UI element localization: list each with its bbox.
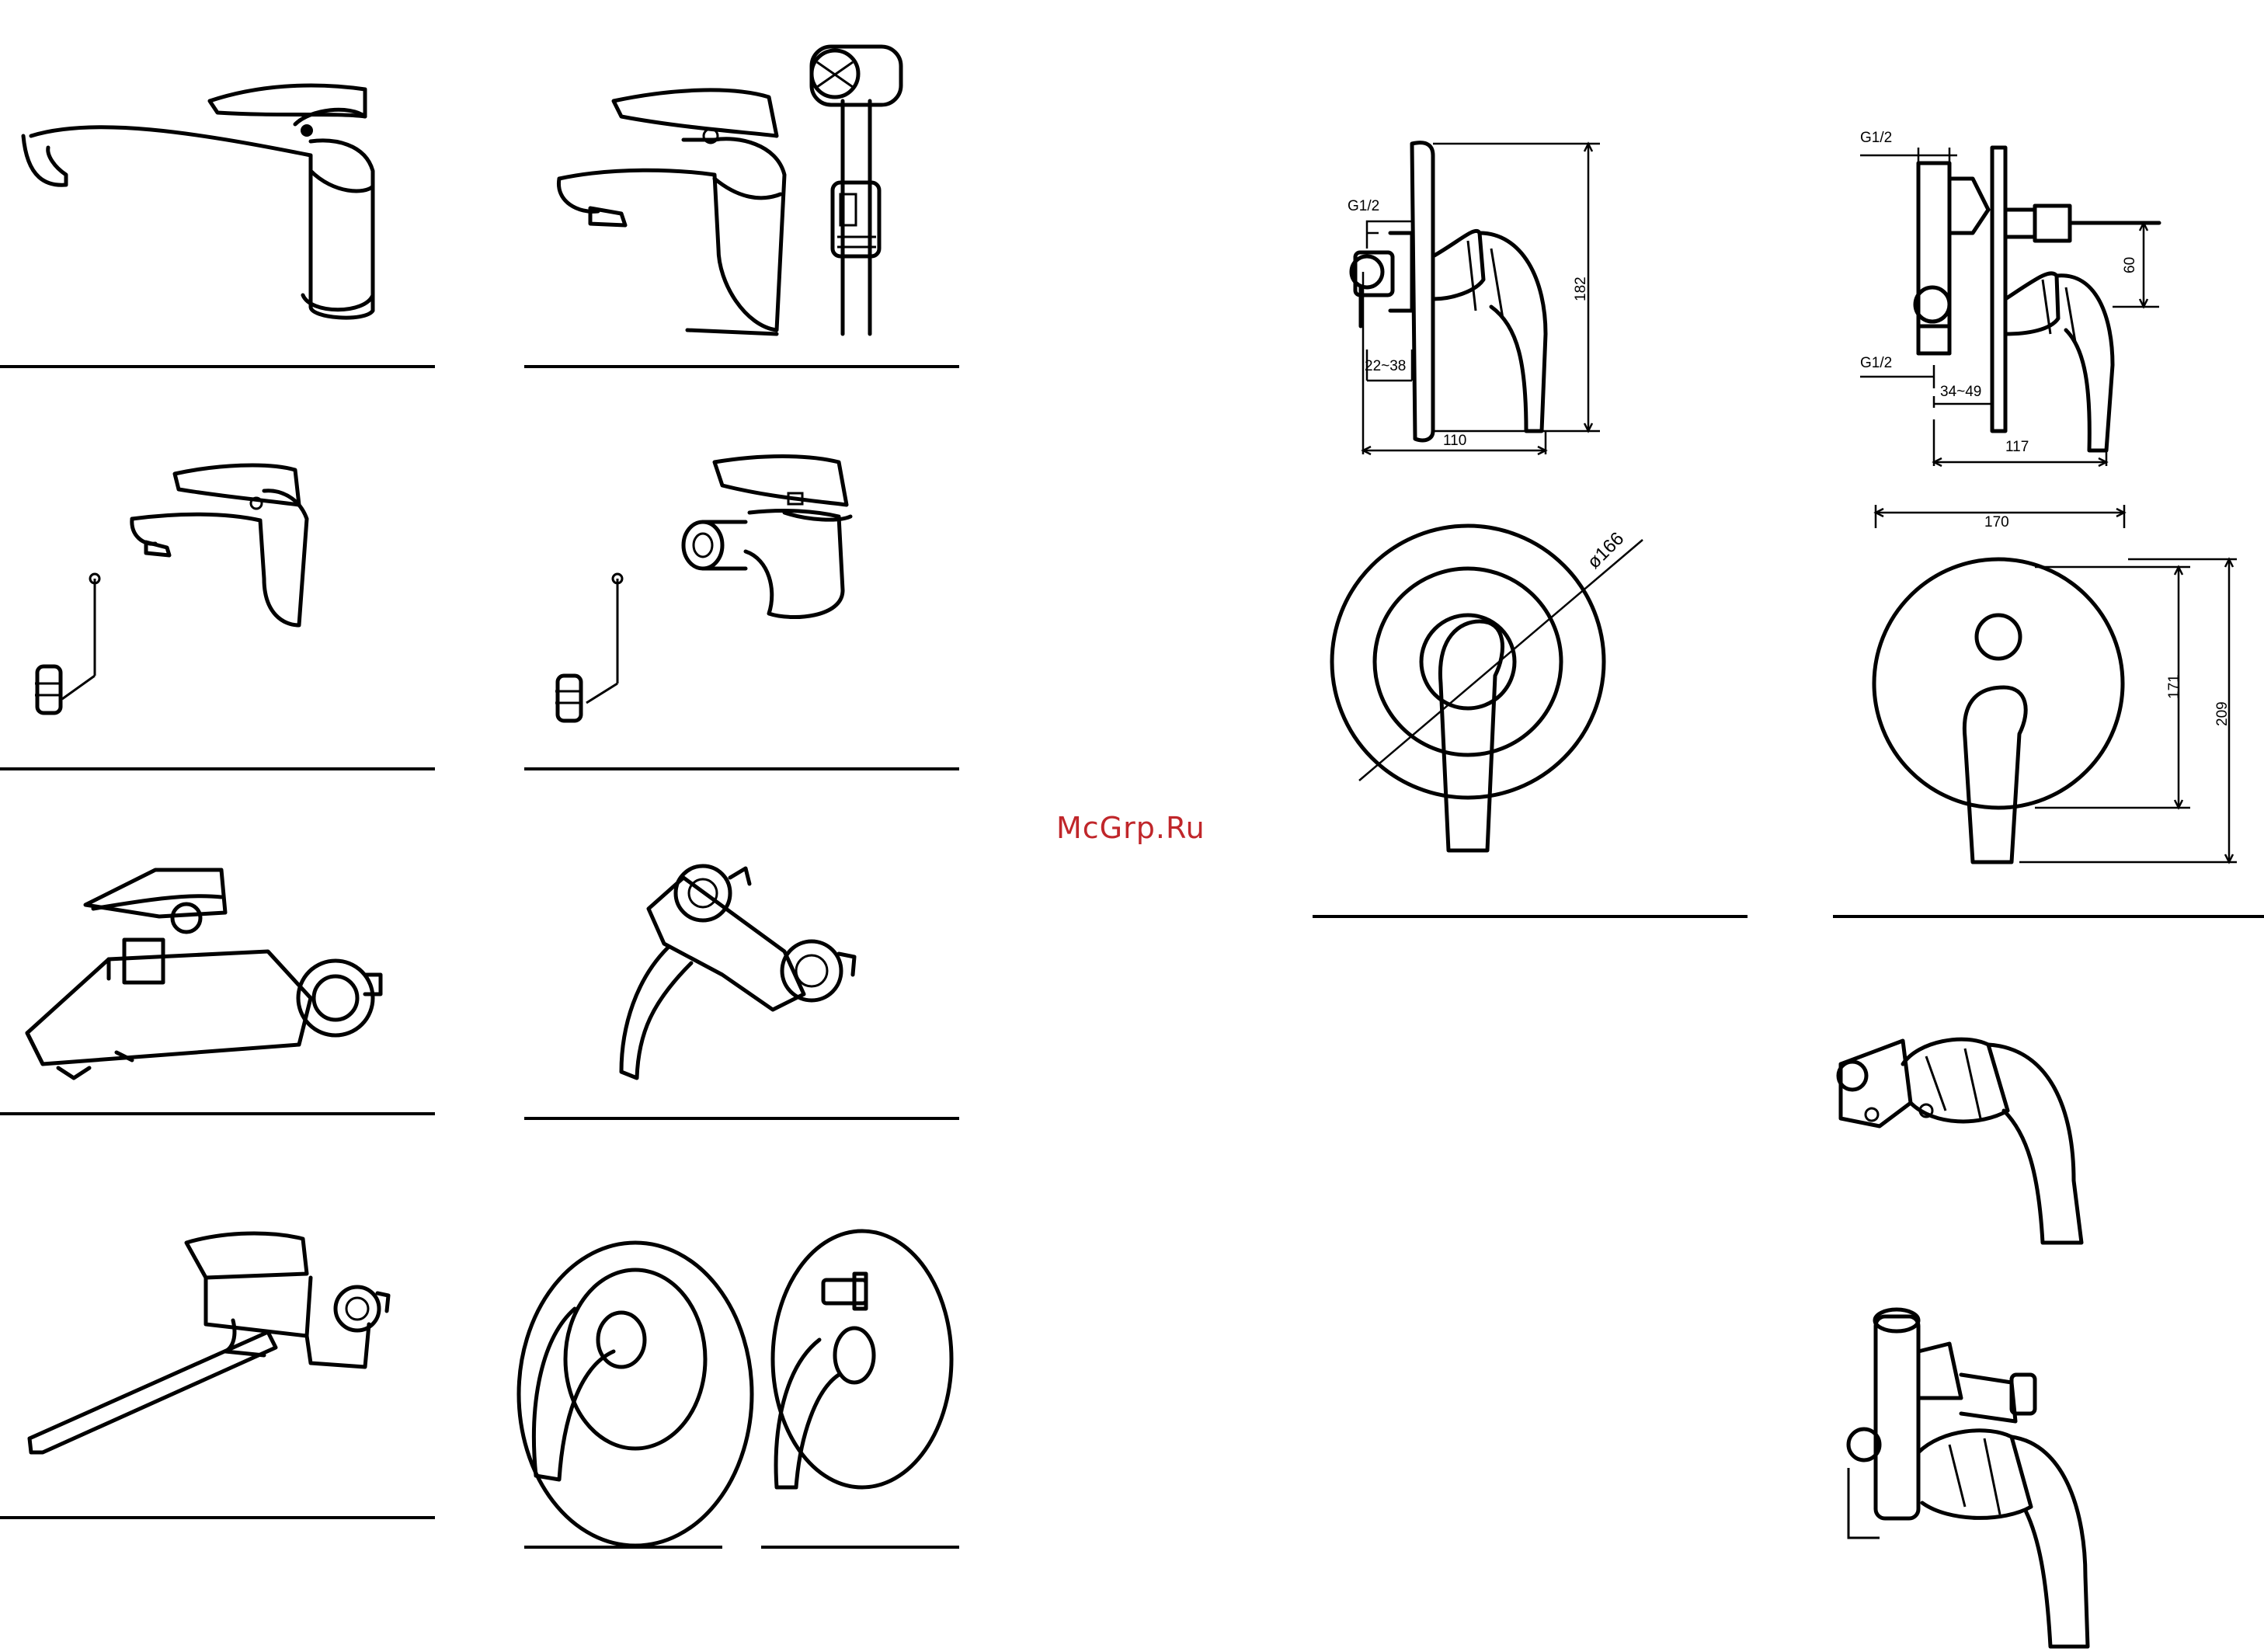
section-divider [1833,915,2264,918]
section-view-single [1351,143,1600,454]
dim-depth-label: 110 [1443,433,1466,448]
dim-height-inner-label: 171 [2167,674,2182,699]
dim-wall-range-label: 22~38 [1365,359,1406,374]
dim-wall-range-label: 34~49 [1940,384,1981,399]
section-divider [1313,915,1748,918]
dim-height-label: 182 [1574,276,1588,301]
dim-thread-top-label: G1/2 [1860,130,1892,145]
dim-thread-bottom-label: G1/2 [1860,356,1892,370]
dim-depth-label: 117 [2005,440,2029,454]
dim-offset-label: 60 [2123,257,2137,273]
concealed-body-iso-single [1838,1039,2081,1243]
dim-thread-label: G1/2 [1348,199,1379,214]
front-view-single [1332,526,1643,850]
concealed-body-iso-diverter [1848,1309,2088,1647]
dim-width-label: 170 [1984,515,2009,530]
dim-height-outer-label: 209 [2215,701,2230,726]
section-view-diverter [1860,148,2159,466]
